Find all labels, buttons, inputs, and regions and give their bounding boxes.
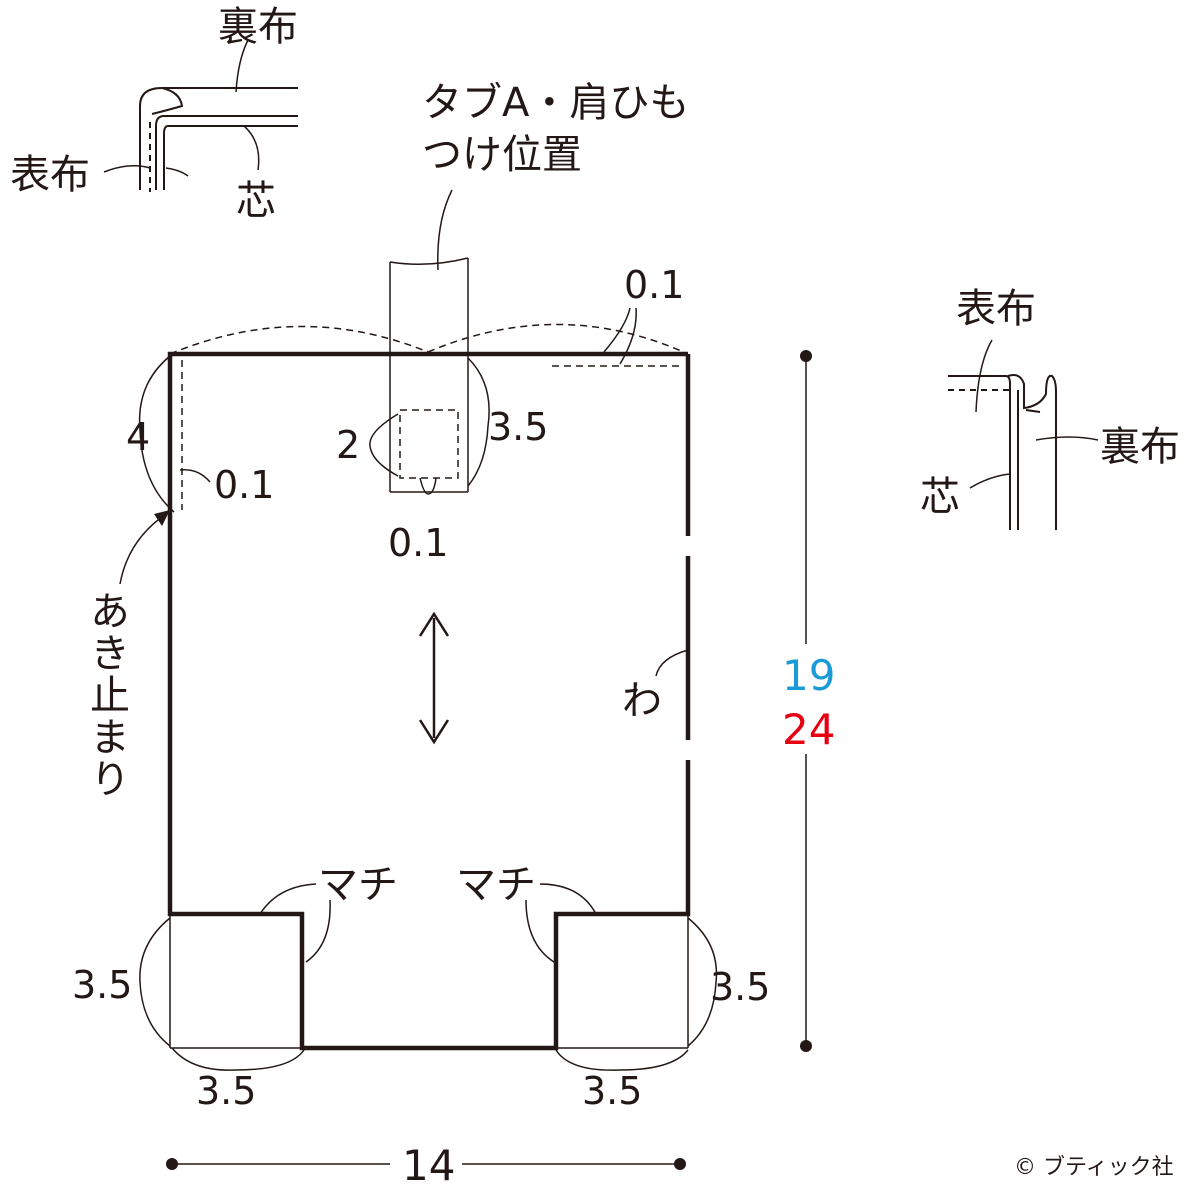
- dim-tab-height: 3.5: [488, 405, 548, 449]
- grain-arrow-icon: [418, 611, 450, 745]
- tab-label-leader: [437, 189, 453, 271]
- dim-gusset-right-width: 3.5: [582, 1069, 642, 1113]
- label-shin-right: 芯: [920, 474, 960, 520]
- height-dimension: [770, 350, 842, 1052]
- dim-tab-width: 2: [336, 423, 360, 467]
- height-value-b: 24: [782, 705, 835, 754]
- pattern-outline: [167, 351, 691, 1051]
- width-value: 14: [402, 1141, 455, 1190]
- pattern-piece: [167, 323, 691, 1051]
- cross-section-right: [948, 339, 1099, 530]
- top-arc-right: [427, 323, 689, 355]
- copyright: © ブティック社: [1014, 1155, 1174, 1180]
- dim-gusset-left-width: 3.5: [196, 1069, 256, 1113]
- dim-side-offset: 0.1: [214, 463, 274, 507]
- label-omotefu-right: 表布: [956, 286, 1036, 332]
- label-urafu-top: 裏布: [218, 4, 298, 50]
- label-aki-dome: あき止まり: [83, 590, 129, 800]
- dim-top-offset: 0.1: [624, 263, 684, 307]
- label-tab-line1: タブA・肩ひも: [422, 80, 689, 126]
- label-urafu-right: 裏布: [1100, 424, 1180, 470]
- tab-strip: [389, 257, 469, 493]
- label-wa: わ: [622, 678, 662, 724]
- cross-section-top-left: [103, 39, 298, 192]
- aki-dome-arrow-head-icon: [154, 510, 170, 526]
- label-shin-top: 芯: [236, 178, 276, 224]
- dim-tab-offset: 0.1: [388, 521, 448, 565]
- label-tab-line2: つけ位置: [422, 132, 582, 178]
- label-omotefu-left: 表布: [10, 152, 90, 198]
- dim-gusset-left-height: 3.5: [72, 963, 132, 1007]
- dim-gusset-right-height: 3.5: [710, 965, 770, 1009]
- dim-side-4: 4: [126, 415, 150, 459]
- height-value-a: 19: [782, 651, 835, 700]
- width-dimension: [166, 1142, 686, 1186]
- label-machi-right: マチ: [456, 862, 536, 908]
- label-machi-left: マチ: [318, 862, 398, 908]
- top-arc-left: [169, 325, 429, 355]
